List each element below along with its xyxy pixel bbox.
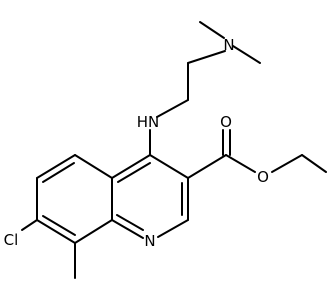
atom-n-ring: N (144, 232, 155, 250)
atom-o-carbonyl: O (220, 113, 232, 131)
bond-c7-c8-inner (42, 215, 76, 236)
bond-n-ch2 (187, 50, 226, 64)
bond-c4a-c4 (111, 154, 151, 179)
bond-c5-c6 (36, 154, 76, 179)
bond-n1-c8a (111, 219, 144, 239)
bond-c8-c8a (74, 219, 113, 244)
bond-n-methyl-right (232, 45, 261, 64)
atom-n-dimethyl: N (223, 36, 234, 54)
bond-oester-ch2 (271, 154, 303, 173)
atom-o-ester: O (257, 168, 269, 186)
bond-c2-n1 (157, 219, 189, 238)
bond-c7-c8 (36, 219, 76, 244)
bond-c4a-c5 (74, 154, 113, 179)
bond-n1-c8a-inner (116, 214, 144, 231)
bond-c7-cl (21, 219, 38, 231)
bond-c5-c6-inner (42, 162, 75, 183)
atom-nh: HN (137, 113, 160, 131)
atom-cl: Cl (4, 231, 19, 249)
bond-n-methyl-left (199, 21, 225, 39)
bond-c4a-c4-inner (117, 162, 151, 183)
bond-c4-c3 (149, 154, 189, 179)
bond-ch2-nh (156, 99, 189, 118)
bond-carbonyl-oester (225, 154, 256, 173)
bond-ch2-ch3 (301, 154, 327, 173)
bond-c3-carbonyl (187, 154, 227, 179)
